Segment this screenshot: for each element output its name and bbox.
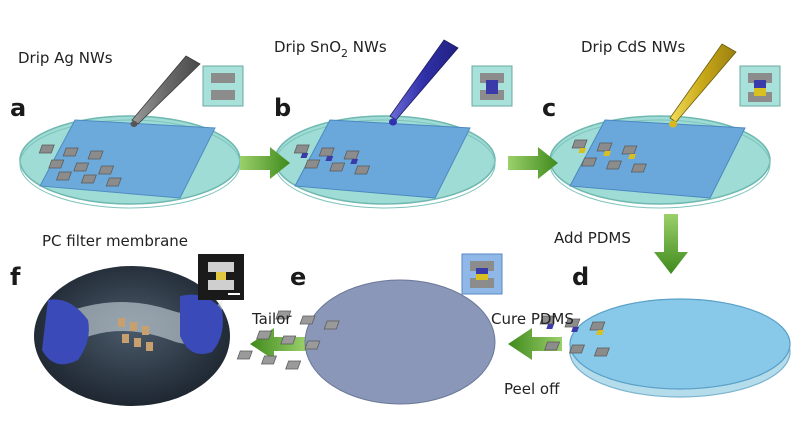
pipette-sno2-icon — [389, 39, 459, 126]
electrode-array — [38, 144, 122, 187]
panel-c — [549, 43, 781, 209]
panel-d — [539, 298, 791, 398]
glove-left — [42, 299, 89, 365]
arrow-e-to-f — [250, 328, 306, 360]
scale-bar — [228, 293, 240, 295]
pipette-cds-icon — [669, 43, 737, 128]
panel-letter-b: b — [274, 94, 291, 122]
electrode-array — [539, 315, 610, 357]
electrode-array — [571, 139, 647, 173]
arrow-c-to-d — [654, 214, 688, 274]
electrode-inset-c — [739, 65, 781, 107]
label-tailor: Tailor — [251, 310, 292, 328]
label-add-pdms: Add PDMS — [554, 229, 631, 247]
electrode-inset-b — [471, 65, 513, 107]
panel-e — [236, 253, 503, 405]
arrow-a-to-b — [240, 147, 290, 179]
micrograph-inset-f — [198, 254, 244, 300]
label-peel-off: Peel off — [504, 380, 560, 398]
panel-letter-e: e — [290, 263, 306, 291]
arrow-b-to-c — [508, 147, 558, 179]
panel-letter-d: d — [572, 263, 589, 291]
panel-b — [274, 39, 513, 209]
panel-letter-a: a — [10, 94, 26, 122]
arrow-d-to-e — [508, 328, 562, 360]
label-drip-sno2: Drip SnO2 NWs — [274, 38, 387, 60]
panel-letter-c: c — [542, 94, 556, 122]
label-pc-filter: PC filter membrane — [42, 232, 188, 250]
electrode-array — [236, 310, 340, 370]
pipette-ag-icon — [130, 55, 201, 127]
panel-f-photo — [34, 254, 244, 406]
panel-a — [19, 55, 244, 209]
electrode-array — [293, 144, 371, 175]
electrode-inset-a — [202, 65, 244, 107]
label-drip-cds: Drip CdS NWs — [581, 38, 686, 56]
device-array — [118, 318, 153, 351]
electrode-inset-e — [461, 253, 503, 295]
label-cure-pdms: Cure PDMS — [491, 310, 574, 328]
panel-letter-f: f — [10, 263, 21, 291]
glove-right — [180, 294, 223, 354]
label-drip-ag: Drip Ag NWs — [18, 49, 113, 67]
